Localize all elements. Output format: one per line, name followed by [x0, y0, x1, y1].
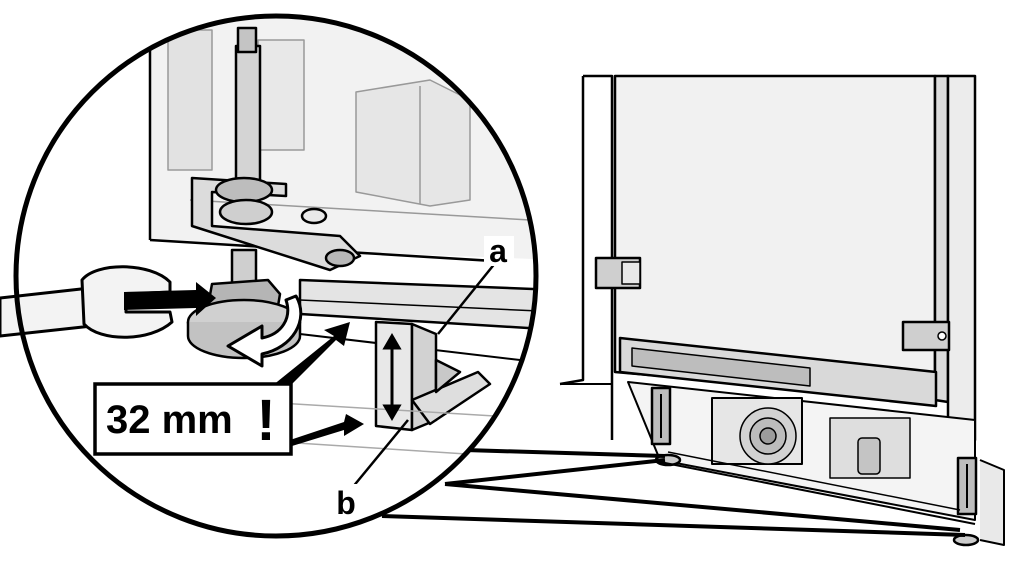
label-a: a: [489, 233, 507, 269]
label-b: b: [336, 485, 356, 521]
wrench-icon: [0, 265, 216, 339]
warning-box: 32 mm !: [93, 322, 364, 456]
zoom-leader-lines: [381, 448, 966, 537]
magnified-view-border: [13, 13, 539, 539]
label-a-group: a: [437, 233, 514, 335]
warning-exclamation-icon: !: [256, 388, 275, 453]
rotation-arrow-icon: [226, 294, 303, 368]
warning-measurement: 32 mm: [106, 398, 233, 442]
double-arrow-icon: [382, 333, 402, 421]
label-b-group: b: [332, 419, 409, 521]
appliance: [559, 74, 1005, 547]
